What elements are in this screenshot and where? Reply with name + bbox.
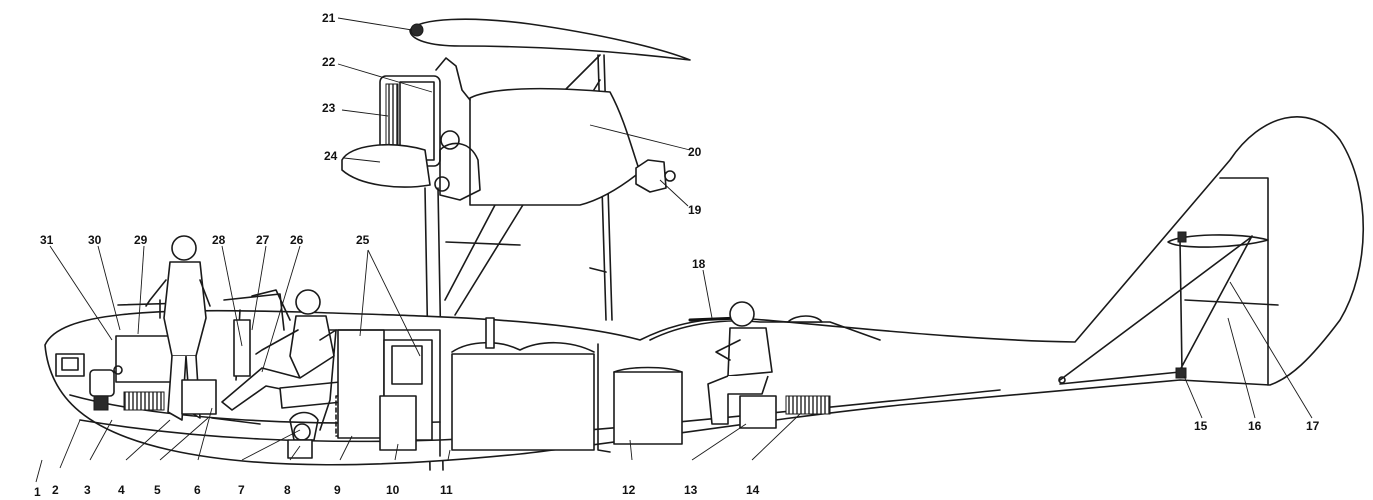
callout-27: 27 [256, 233, 270, 247]
callout-3: 3 [84, 483, 91, 497]
rear-seat-box [739, 395, 777, 429]
nacelle-tail [635, 159, 667, 193]
centre-compartment [329, 317, 683, 457]
rear-gunner-figure [707, 301, 773, 425]
propeller-hub [410, 23, 424, 37]
engine-nacelle [469, 87, 641, 206]
callout-28: 28 [212, 233, 226, 247]
lower-cowl [341, 144, 431, 188]
cable-pulley [1058, 376, 1066, 384]
callout-18: 18 [692, 257, 706, 271]
callout-10: 10 [386, 483, 400, 497]
strut-crossbar-2 [589, 267, 607, 273]
callout-13: 13 [684, 483, 698, 497]
rudder-pedal [211, 411, 319, 441]
callout-4: 4 [118, 483, 125, 497]
stores-box [613, 371, 683, 445]
callout-9: 9 [334, 483, 341, 497]
callout-23: 23 [322, 101, 336, 115]
callout-15: 15 [1194, 419, 1208, 433]
bow-seat-cushion [89, 369, 115, 397]
filler-cap [485, 317, 495, 349]
bow-gun-ring [113, 365, 123, 375]
pilot-figure [221, 289, 343, 411]
callout-19: 19 [688, 203, 702, 217]
engine-mechanism [435, 57, 481, 201]
bulkhead-frame [329, 329, 441, 457]
callout-30: 30 [88, 233, 102, 247]
callout-22: 22 [322, 55, 336, 69]
tail-fitting [1175, 367, 1187, 379]
windscreen [251, 289, 291, 321]
callout-11: 11 [440, 483, 453, 497]
rear-fairing [649, 320, 881, 341]
bow-gunner-figure [145, 235, 217, 421]
fuel-tank-main [451, 353, 595, 451]
pump-unit [287, 439, 313, 459]
callout-29: 29 [134, 233, 148, 247]
radio-box-lower [379, 395, 417, 451]
callout-21: 21 [322, 11, 336, 25]
tail-brace [1179, 235, 1253, 373]
tail-control-cable [1059, 237, 1251, 381]
fuel-tank-top-lumps [451, 341, 595, 353]
callout-20: 20 [688, 145, 702, 159]
stores-box-lid [613, 366, 683, 373]
callout-5: 5 [154, 483, 161, 497]
hull-outline [44, 116, 1364, 466]
callout-14: 14 [746, 483, 760, 497]
callout-25: 25 [356, 233, 370, 247]
instrument-window [61, 357, 79, 371]
rear-battery [785, 395, 831, 415]
bow-compartment [55, 235, 361, 459]
bow-battery [123, 391, 165, 411]
callout-labels: 1 2 3 4 5 6 7 8 9 10 11 12 13 14 15 16 1… [34, 11, 1320, 499]
callout-17: 17 [1306, 419, 1320, 433]
tail-fitting-2 [1177, 231, 1187, 243]
engine-gear-2 [434, 176, 450, 192]
callout-31: 31 [40, 233, 54, 247]
callout-24: 24 [324, 149, 338, 163]
callout-8: 8 [284, 483, 291, 497]
pilot-seat-frame [319, 329, 337, 431]
rear-gunner-area [688, 301, 831, 429]
pilot-instrument-panel [233, 319, 251, 377]
tail-fin-post [1219, 177, 1269, 386]
strut-crossbar [445, 241, 521, 246]
tail-control-line [1184, 299, 1279, 306]
callout-26: 26 [290, 233, 304, 247]
nacelle-tail-cap [664, 170, 676, 182]
leader-lines [35, 17, 1313, 483]
radio-rack-left [337, 329, 385, 439]
tank-rear-frame [597, 343, 611, 453]
callout-2: 2 [52, 483, 59, 497]
callout-12: 12 [622, 483, 636, 497]
callout-7: 7 [238, 483, 245, 497]
bow-console [115, 335, 177, 383]
wing-and-engine [341, 18, 691, 471]
wing-airfoil [409, 18, 691, 61]
tail-control-cable-2 [1059, 371, 1181, 385]
hull [44, 116, 1364, 466]
rear-turret-dome [787, 315, 823, 323]
callout-6: 6 [194, 483, 201, 497]
engine-gear [440, 130, 460, 150]
radio-box-upper [391, 345, 423, 385]
callout-1: 1 [34, 485, 41, 499]
callout-16: 16 [1248, 419, 1262, 433]
bow-seat-base [93, 395, 109, 411]
